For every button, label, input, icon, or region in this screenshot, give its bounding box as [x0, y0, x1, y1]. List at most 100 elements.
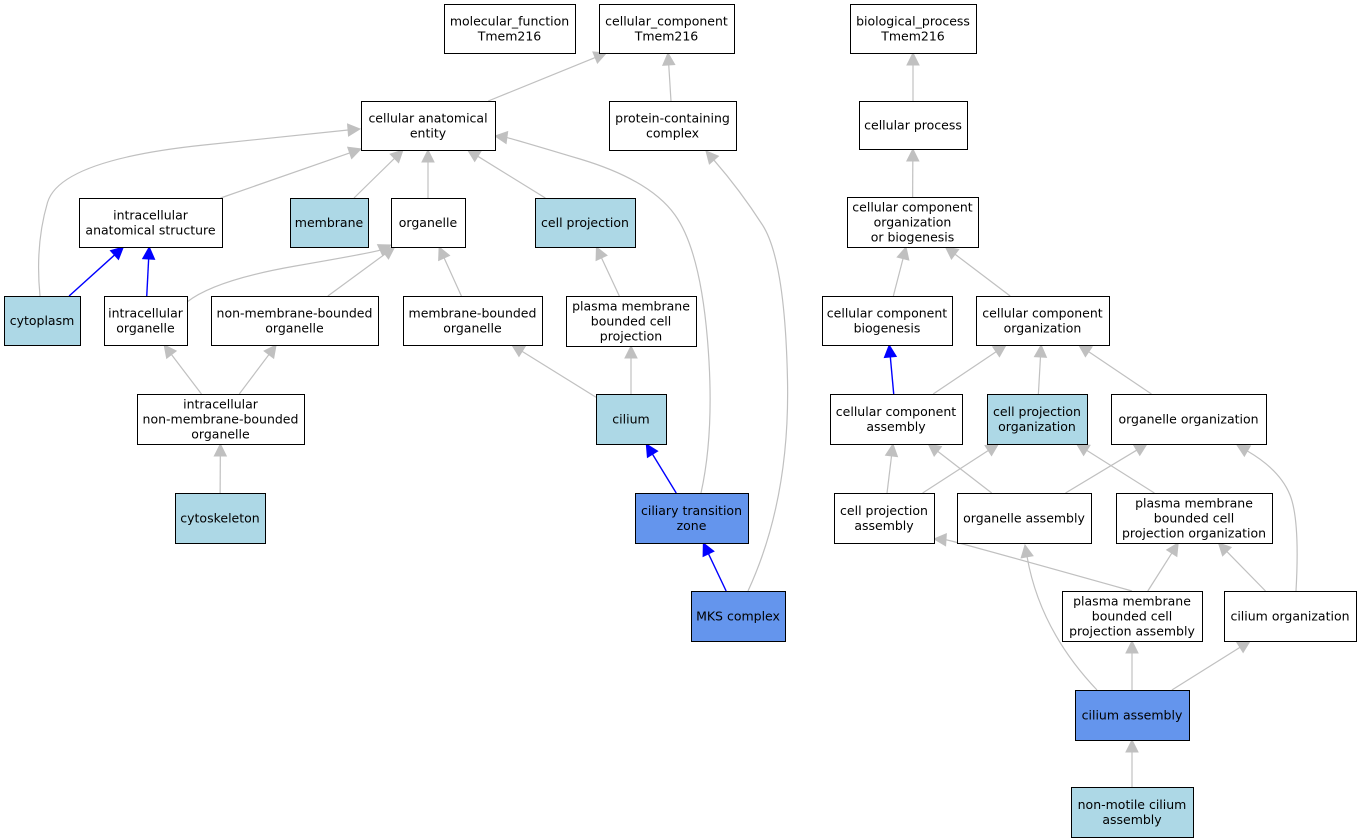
node-cilium-org[interactable]: cilium organization [1224, 591, 1357, 642]
node-box[interactable] [361, 101, 496, 151]
node-box[interactable] [859, 101, 968, 150]
node-label: ciliary transition [641, 503, 742, 518]
edge-line [889, 356, 895, 395]
node-box[interactable] [822, 296, 953, 346]
node-box[interactable] [596, 394, 667, 445]
node-label: plasma membrane [572, 299, 690, 314]
node-box[interactable] [1224, 591, 1357, 642]
node-box[interactable] [4, 296, 81, 346]
node-box[interactable] [830, 394, 963, 445]
arrowhead-icon [896, 245, 910, 261]
node-box[interactable] [850, 4, 977, 54]
edge-line [521, 350, 597, 398]
node-cilium[interactable]: cilium [596, 394, 667, 445]
node-cell-projection[interactable]: cell projection [535, 198, 636, 248]
node-label: cellular component [827, 306, 947, 321]
node-box[interactable] [535, 198, 636, 248]
node-organelle-assembly[interactable]: organelle assembly [957, 493, 1092, 544]
node-cellular-process[interactable]: cellular process [859, 101, 968, 150]
edge-line [892, 258, 904, 297]
node-box[interactable] [957, 493, 1092, 544]
edge-line [238, 354, 270, 395]
edge-organelle-to-cell_anat_entity [421, 148, 435, 198]
edge-line [932, 351, 997, 395]
node-box[interactable] [609, 101, 737, 151]
node-box[interactable] [1071, 787, 1194, 838]
edge-line [713, 159, 789, 592]
node-intracellular-nmb[interactable]: intracellularnon-membrane-boundedorganel… [137, 394, 305, 445]
node-box[interactable] [211, 296, 379, 346]
edge-line [1247, 450, 1298, 592]
node-membrane[interactable]: membrane [290, 198, 369, 248]
node-box[interactable] [444, 4, 576, 54]
node-box[interactable] [987, 394, 1088, 445]
node-label: plasma membrane [1135, 496, 1253, 511]
node-organelle[interactable]: organelle [391, 198, 466, 248]
node-box[interactable] [391, 198, 466, 248]
node-label: intracellular [113, 208, 189, 223]
arrowhead-icon [1132, 443, 1148, 457]
node-label: bounded cell [1154, 511, 1234, 526]
node-box[interactable] [1111, 394, 1267, 445]
edge-organelle_org-to-cc_organization [1077, 344, 1152, 395]
node-box[interactable] [1116, 493, 1273, 544]
node-cilium-assembly[interactable]: cilium assembly [1075, 690, 1190, 741]
node-organelle-org[interactable]: organelle organization [1111, 394, 1267, 445]
arrowhead-icon [438, 245, 451, 262]
node-box[interactable] [403, 296, 543, 346]
arrowhead-icon [163, 344, 178, 360]
node-box[interactable] [691, 591, 786, 642]
node-label: entity [410, 126, 447, 141]
edge-pm_projection_assembly-to-pm_projection_org [1147, 542, 1179, 592]
node-box[interactable] [599, 4, 735, 54]
node-box[interactable] [137, 394, 305, 445]
arrowhead-icon [1217, 542, 1233, 557]
node-box[interactable] [566, 296, 697, 347]
node-box[interactable] [847, 197, 979, 248]
node-box[interactable] [175, 493, 266, 544]
edge-cilium_assembly-to-pm_projection_assembly [1125, 639, 1139, 690]
edge-line [1171, 646, 1241, 691]
arrowhead-icon [906, 51, 920, 66]
node-box[interactable] [976, 296, 1110, 346]
node-cytoplasm[interactable]: cytoplasm [4, 296, 81, 346]
edge-line [477, 155, 546, 199]
arrowhead-icon [263, 344, 277, 360]
node-mks-complex[interactable]: MKS complex [691, 591, 786, 642]
node-box[interactable] [635, 493, 749, 544]
node-label: cell projection [993, 404, 1081, 419]
node-label: projection organization [1122, 526, 1266, 541]
node-box[interactable] [290, 198, 369, 248]
node-box[interactable] [79, 198, 223, 248]
node-label: non-membrane-bounded [143, 412, 299, 427]
node-label: organelle [191, 427, 250, 442]
node-box[interactable] [1062, 591, 1203, 642]
node-label: cellular component [982, 306, 1102, 321]
node-cytoskeleton[interactable]: cytoskeleton [175, 493, 266, 544]
node-box[interactable] [104, 296, 188, 346]
edge-ciliary_tz-to-cilium [645, 443, 677, 494]
node-label: Tmem216 [880, 29, 945, 44]
node-box[interactable] [834, 493, 935, 544]
node-box[interactable] [1075, 690, 1190, 741]
